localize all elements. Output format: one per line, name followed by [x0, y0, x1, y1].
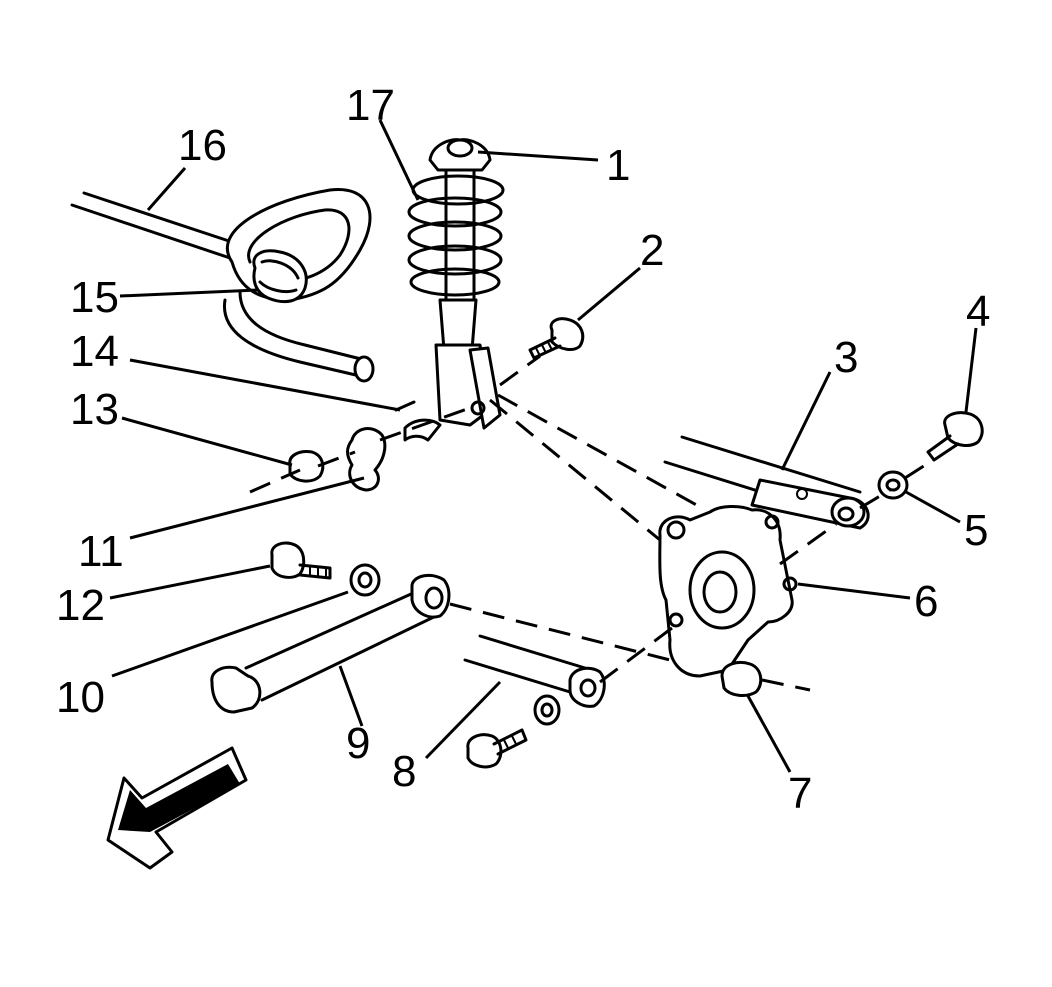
callout-16: 16: [178, 121, 227, 170]
callout-8: 8: [392, 747, 416, 796]
lower-control-arm: [210, 573, 451, 714]
callout-7: 7: [788, 769, 812, 818]
callout-leaders: [109, 119, 978, 773]
callout-9: 9: [346, 719, 370, 768]
callout-3: 3: [834, 333, 858, 382]
callout-6: 6: [914, 577, 938, 626]
front-direction-arrow: [106, 746, 248, 870]
callout-13: 13: [70, 385, 119, 434]
callout-1: 1: [606, 141, 630, 190]
callout-numbers: 1 2 3 4 5 6 7 8 9 10 11 12 13 14 15 16 1…: [56, 81, 990, 818]
knuckle: [658, 505, 798, 678]
strut-assembly: [407, 138, 505, 430]
assembly-guide-lines: [249, 354, 931, 692]
callout-14: 14: [70, 327, 119, 376]
callout-10: 10: [56, 673, 105, 722]
callout-17: 17: [346, 81, 395, 130]
callout-4: 4: [966, 287, 990, 336]
callout-2: 2: [640, 226, 664, 275]
callout-15: 15: [70, 273, 119, 322]
stabilizer-bushing: [252, 249, 308, 304]
callout-12: 12: [56, 581, 105, 630]
callout-5: 5: [964, 506, 988, 555]
knuckle-nut: [720, 661, 763, 697]
nut-and-bracket: [288, 427, 387, 492]
trailing-arm: [663, 435, 870, 530]
strut-bolt: [528, 317, 585, 360]
insulator: [394, 400, 442, 442]
trailing-bolt-and-washer: [877, 411, 984, 500]
lower-link-bolt-and-washer: [270, 541, 381, 597]
lateral-link: [463, 634, 606, 769]
callout-11: 11: [78, 527, 124, 576]
